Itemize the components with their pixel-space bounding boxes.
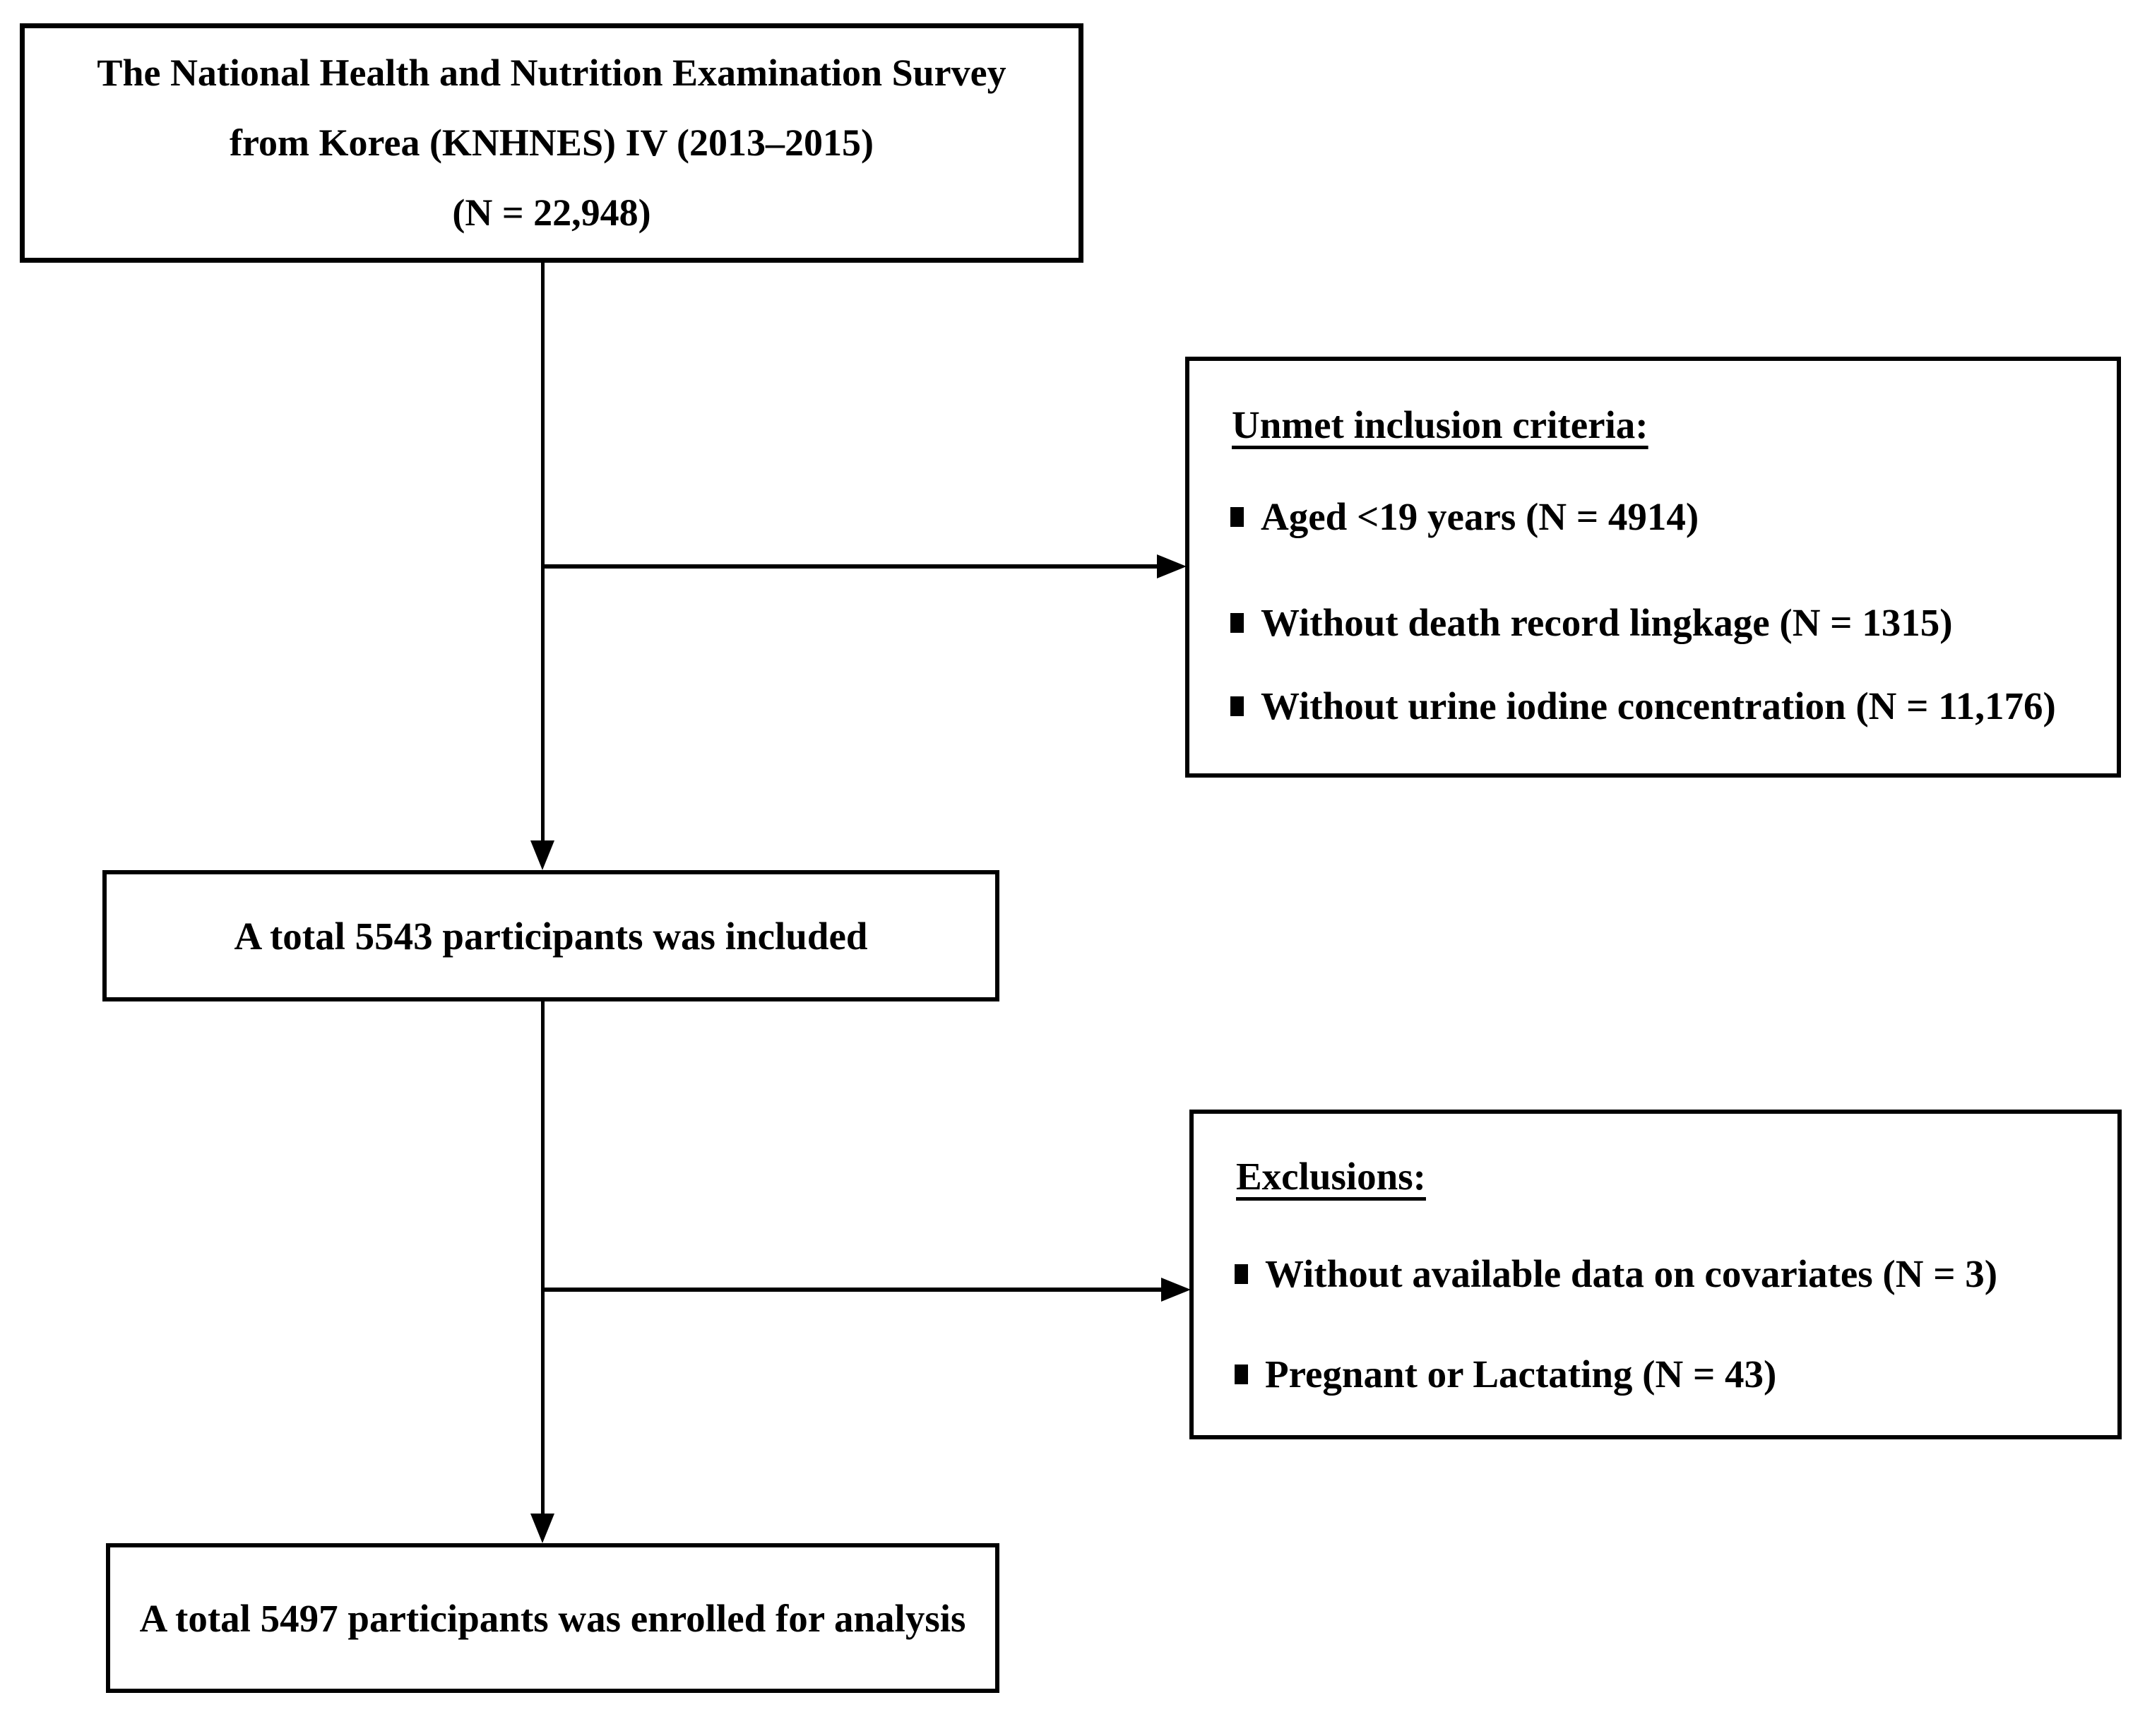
unmet-item-aged: Aged <19 years (N = 4914) [1230, 495, 1699, 539]
enrolled-participants-box: A total 5497 participants was enrolled f… [106, 1543, 999, 1693]
bullet-icon [1230, 696, 1244, 716]
exclusions-heading: Exclusions: [1236, 1155, 1426, 1198]
source-line-1: The National Health and Nutrition Examin… [97, 52, 1006, 94]
connector-branch-to-unmet [542, 564, 1160, 569]
enrolled-participants-label: A total 5497 participants was enrolled f… [139, 1596, 966, 1640]
included-participants-box: A total 5543 participants was included [102, 870, 999, 1001]
unmet-criteria-heading: Unmet inclusion criteria: [1232, 403, 1648, 446]
connector-source-to-included [541, 263, 545, 842]
arrowhead-down-included-icon [530, 840, 554, 870]
exclusion-item-covariates: Without available data on covariates (N … [1235, 1252, 1997, 1296]
bullet-icon [1235, 1264, 1248, 1284]
arrowhead-right-unmet-icon [1157, 554, 1187, 578]
exclusion-item-pregnant-label: Pregnant or Lactating (N = 43) [1265, 1352, 1777, 1396]
unmet-criteria-box: Unmet inclusion criteria: Aged <19 years… [1185, 357, 2121, 778]
source-line-3: (N = 22,948) [452, 191, 651, 234]
connector-included-to-enrolled [541, 1001, 545, 1515]
source-population-box: The National Health and Nutrition Examin… [20, 23, 1083, 263]
arrowhead-right-exclusions-icon [1161, 1278, 1191, 1302]
unmet-item-death-record: Without death record lingkage (N = 1315) [1230, 601, 1953, 645]
connector-branch-to-exclusions [542, 1288, 1163, 1292]
bullet-icon [1235, 1365, 1248, 1384]
included-participants-label: A total 5543 participants was included [234, 914, 868, 958]
arrowhead-down-enrolled-icon [530, 1514, 554, 1543]
exclusions-box: Exclusions: Without available data on co… [1189, 1110, 2122, 1439]
unmet-item-death-record-label: Without death record lingkage (N = 1315) [1261, 601, 1953, 644]
exclusion-item-pregnant: Pregnant or Lactating (N = 43) [1235, 1352, 1776, 1396]
exclusion-item-covariates-label: Without available data on covariates (N … [1265, 1252, 1998, 1295]
bullet-icon [1230, 507, 1244, 527]
source-line-2: from Korea (KNHNES) IV (2013–2015) [230, 121, 874, 164]
unmet-item-aged-label: Aged <19 years (N = 4914) [1261, 495, 1699, 538]
bullet-icon [1230, 613, 1244, 633]
unmet-item-urine-iodine: Without urine iodine concentration (N = … [1230, 684, 2056, 728]
unmet-item-urine-iodine-label: Without urine iodine concentration (N = … [1261, 684, 2056, 727]
